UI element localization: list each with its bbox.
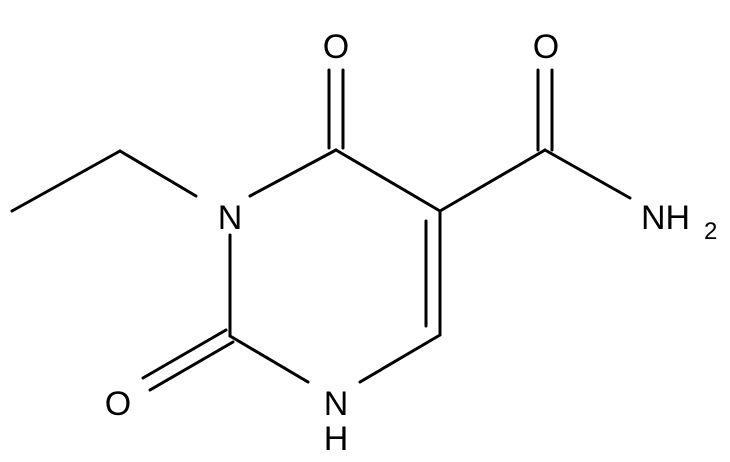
- bond-ethyl-ch2-n: [118, 149, 198, 198]
- nitrogen-label-n1: N: [218, 199, 243, 237]
- nh2-label: NH: [641, 199, 690, 237]
- bond-c2-o-b: [148, 340, 235, 392]
- oxygen-label-left: O: [105, 385, 131, 423]
- bond-nh-c2: [228, 334, 310, 384]
- bond-c4-c5: [334, 148, 442, 213]
- oxygen-label-amide: O: [533, 28, 559, 66]
- bond-n-c4: [248, 148, 338, 198]
- bond-camide-n: [543, 148, 632, 200]
- bond-c6-nh: [358, 333, 442, 384]
- nh2-subscript: 2: [704, 218, 717, 245]
- nitrogen-label-nh: N: [324, 385, 349, 423]
- bond-ethyl-ch3-ch2: [10, 149, 122, 213]
- bond-c2-o-a: [141, 328, 228, 380]
- bond-c5-camide: [438, 148, 547, 213]
- oxygen-label-top: O: [323, 28, 349, 66]
- hydrogen-label-nh: H: [324, 420, 349, 458]
